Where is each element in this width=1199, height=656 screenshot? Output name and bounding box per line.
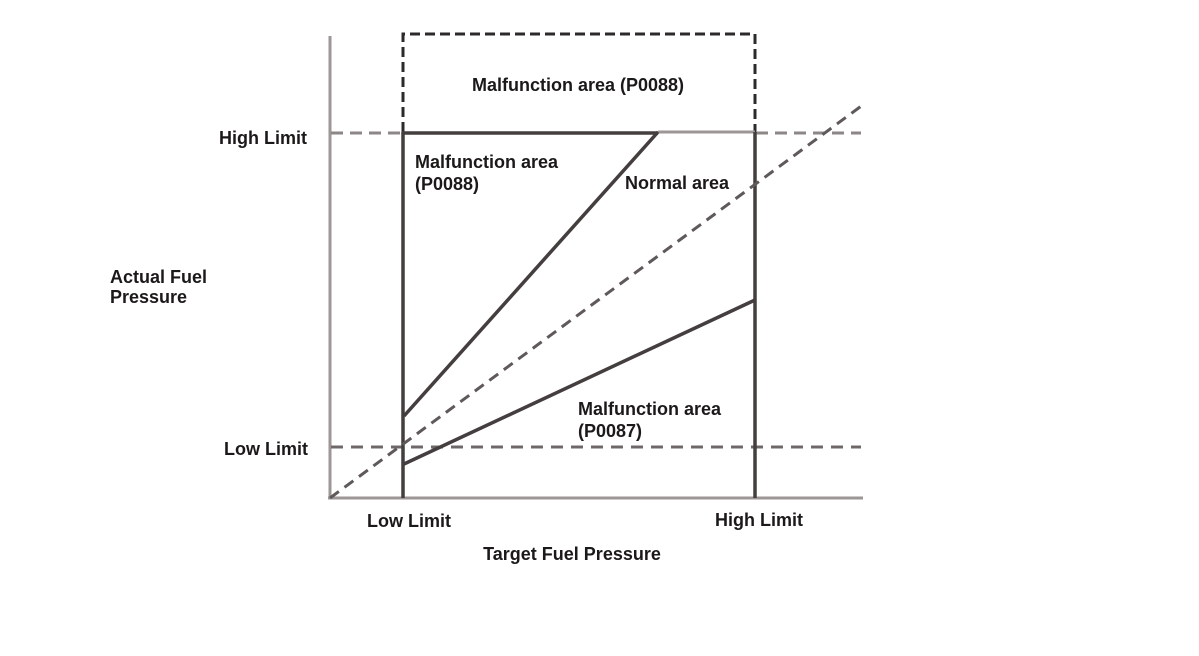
diagonal-dashed-reference-line — [329, 102, 865, 500]
y-axis-low-limit-label: Low Limit — [224, 439, 308, 459]
y-axis-title-line1: Actual Fuel — [110, 267, 207, 287]
lower-malfunction-label-line2: (P0087) — [578, 421, 642, 441]
normal-area-label: Normal area — [625, 173, 730, 193]
top-malfunction-dashed-box — [401, 32, 757, 132]
x-axis-title: Target Fuel Pressure — [483, 544, 661, 564]
x-axis-high-limit-label: High Limit — [715, 510, 803, 530]
y-axis-high-limit-label: High Limit — [219, 128, 307, 148]
top-malfunction-label: Malfunction area (P0088) — [472, 75, 684, 95]
normal-p0087-boundary-line — [403, 298, 756, 466]
p0088-normal-boundary-line — [402, 130, 660, 418]
inner-malfunction-label-line2: (P0088) — [415, 174, 479, 194]
lower-malfunction-label-line1: Malfunction area — [578, 399, 722, 419]
x-axis-low-limit-label: Low Limit — [367, 511, 451, 531]
inner-malfunction-label-line1: Malfunction area — [415, 152, 559, 172]
y-axis-title-line2: Pressure — [110, 287, 187, 307]
